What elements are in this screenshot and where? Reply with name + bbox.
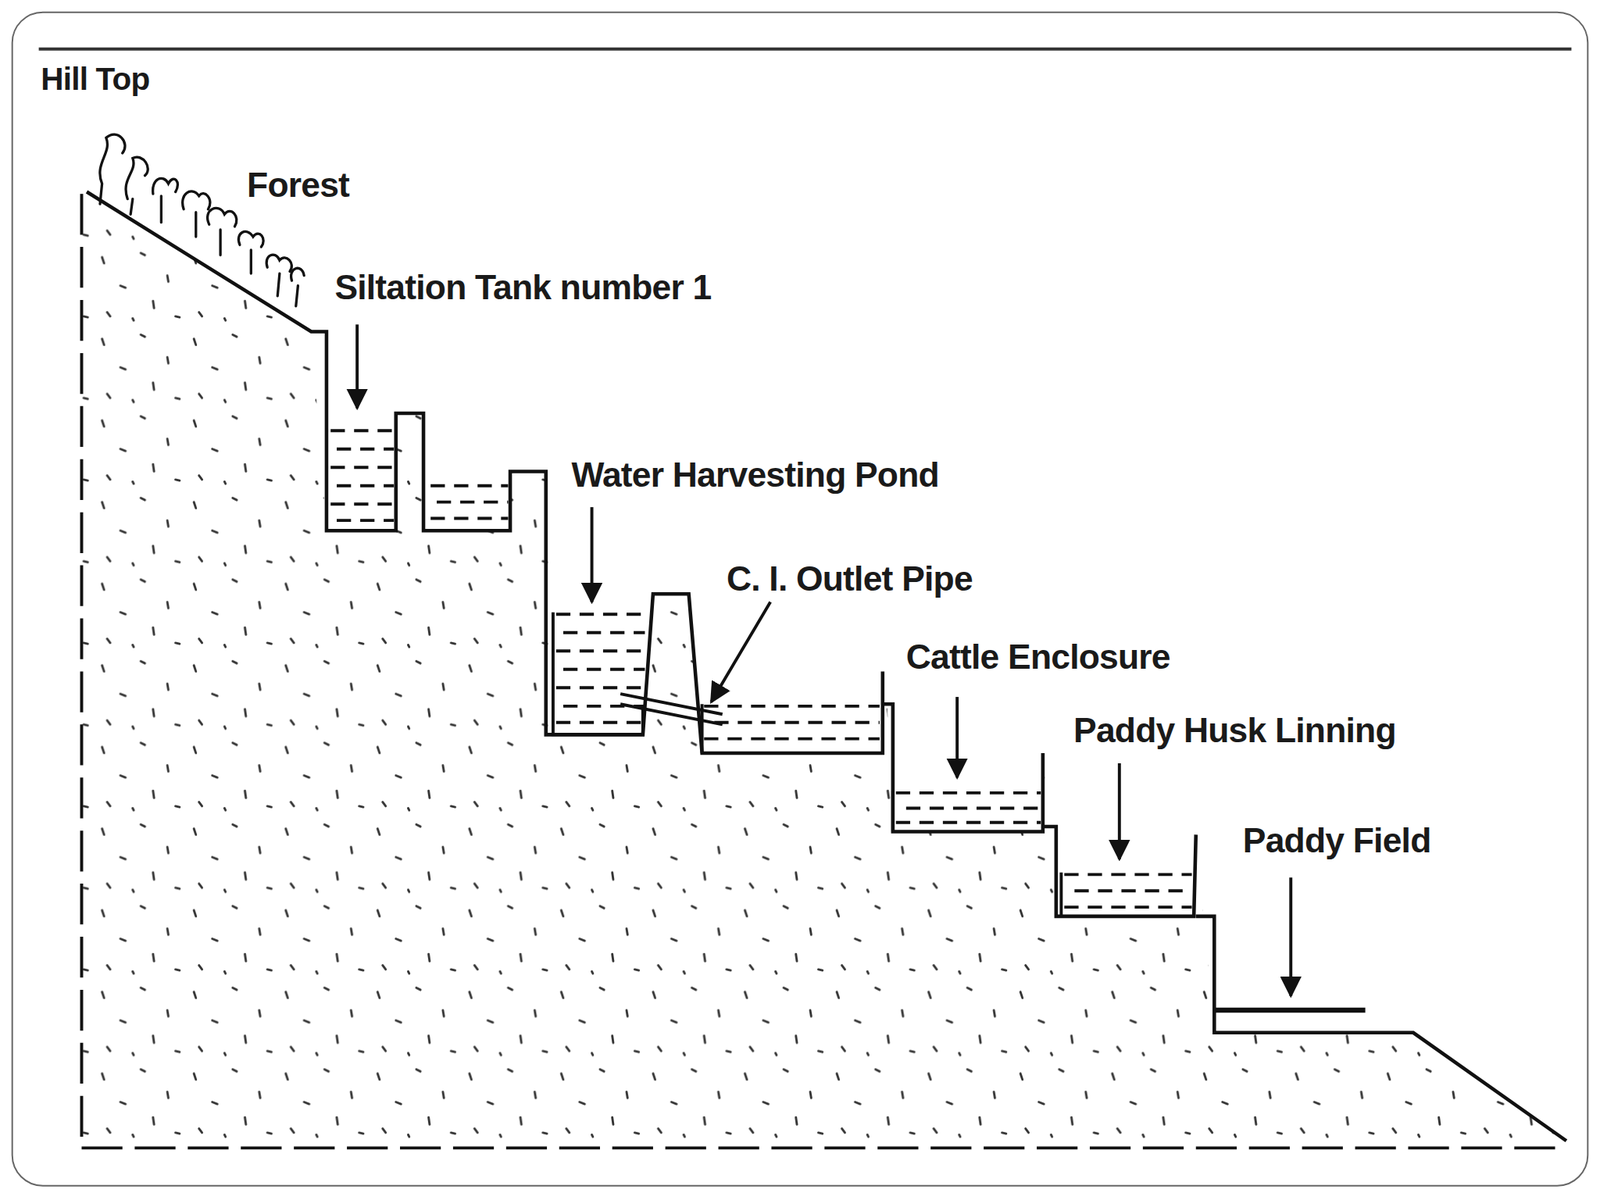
soil-body: [81, 192, 1566, 1149]
paddy-water-line: [1214, 1007, 1365, 1014]
part-label: Hill Top: [40, 63, 150, 95]
part-label: Paddy Field: [1242, 822, 1432, 858]
section-border: [81, 193, 1566, 1148]
part-label: Cattle Enclosure: [906, 639, 1171, 674]
ground-profile: [86, 192, 1567, 1142]
part-label: Water Harvesting Pond: [571, 457, 939, 492]
forest-trees: [100, 134, 304, 307]
outlet-pipe: [620, 693, 723, 725]
water: [330, 430, 1192, 908]
frame: [12, 12, 1589, 1186]
part-label: Forest: [246, 167, 350, 202]
part-label: Paddy Husk Linning: [1073, 712, 1397, 747]
leader-arrows: [357, 324, 1291, 996]
part-label: C. I. Outlet Pipe: [726, 560, 973, 596]
part-label: Siltation Tank number 1: [334, 269, 711, 304]
top-rule: [39, 47, 1572, 51]
